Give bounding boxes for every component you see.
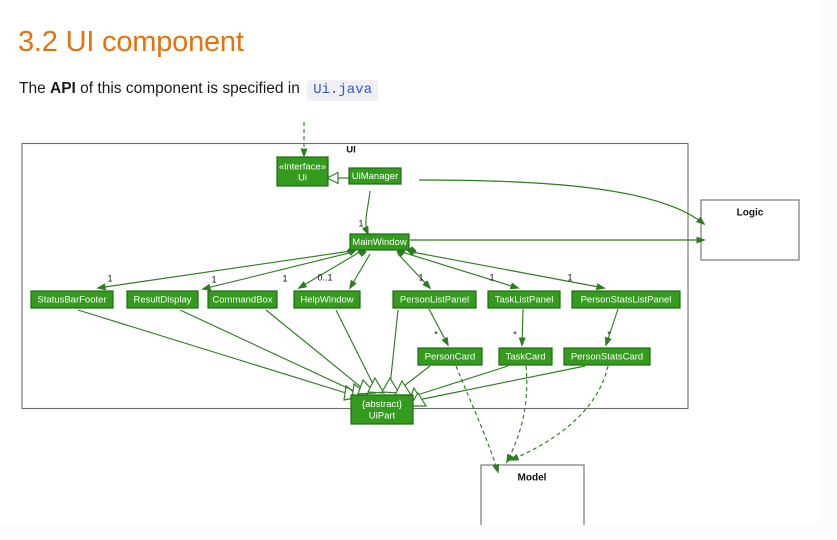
- class-label-mainwindow: MainWindow: [352, 237, 407, 248]
- edge-mainwindow-to-tasklistpanel: [404, 252, 518, 288]
- mult-mainwindow-commandbox: 1: [282, 273, 287, 283]
- class-label-taskcard: TaskCard: [505, 352, 545, 363]
- edge-helpwindow-to-uipart: [335, 309, 375, 387]
- edge-uimanager-to-logic: [418, 179, 704, 224]
- edge-tasklistpanel-to-taskcard: [522, 308, 523, 345]
- edge-mainwindow-to-personlistpanel: [397, 253, 430, 288]
- class-box-personstatscard[interactable]: PersonStatsCard: [563, 347, 651, 366]
- mult-personstatslistpanel-personstatscard: *: [607, 329, 611, 339]
- ui-java-code-chip[interactable]: Ui.java: [307, 79, 378, 101]
- edge-personstatslistpanel-to-personstatscard: [606, 308, 619, 345]
- class-label-resultdisplay: ResultDisplay: [133, 295, 191, 306]
- mult-mainwindow-resultdisplay: 1: [211, 274, 216, 284]
- edge-personstatscard-to-model: [511, 365, 609, 460]
- class-box-ui-interface[interactable]: «interface» Ui: [276, 156, 329, 187]
- logic-component-box[interactable]: [700, 199, 800, 261]
- edge-mainwindow-to-commandbox: [299, 252, 359, 288]
- class-box-resultdisplay[interactable]: ResultDisplay: [126, 290, 199, 309]
- class-label-helpwindow: HelpWindow: [300, 295, 353, 306]
- class-label-personlistpanel: PersonListPanel: [400, 295, 469, 306]
- edge-personstatscard-to-uipart: [417, 365, 586, 401]
- class-label-ui-interface-name: Ui: [298, 173, 307, 184]
- class-box-personlistpanel[interactable]: PersonListPanel: [392, 290, 477, 309]
- class-box-uimanager[interactable]: UiManager: [348, 167, 402, 185]
- edge-mainwindow-to-statusbarfooter: [98, 250, 352, 288]
- api-text-strong: API: [50, 79, 76, 97]
- class-label-uipart-abstract: {abstract}: [362, 399, 402, 410]
- mult-uimanager-mainwindow: 1: [358, 218, 363, 228]
- class-label-ui-interface-stereotype: «interface»: [279, 162, 326, 173]
- mult-mainwindow-personlistpanel: 1: [418, 272, 423, 282]
- edge-mainwindow-to-resultdisplay: [203, 251, 354, 289]
- ui-component-class-diagram: UI Logic Model 1: [21, 122, 800, 525]
- class-box-personcard[interactable]: PersonCard: [417, 347, 483, 366]
- edge-personlistpanel-to-personcard: [428, 308, 448, 345]
- class-label-personstatslistpanel: PersonStatsListPanel: [581, 295, 672, 306]
- model-component-box[interactable]: [480, 464, 585, 525]
- class-box-mainwindow[interactable]: MainWindow: [349, 233, 410, 251]
- mult-personlistpanel-personcard: *: [434, 329, 438, 339]
- class-label-uipart-name: UiPart: [369, 411, 396, 422]
- mult-mainwindow-statusbarfooter: 1: [107, 273, 112, 283]
- class-box-helpwindow[interactable]: HelpWindow: [293, 290, 361, 309]
- edge-commandbox-to-uipart: [265, 309, 363, 389]
- api-description: The API of this component is specified i…: [19, 77, 378, 102]
- class-label-uimanager: UiManager: [352, 171, 398, 182]
- page-title: 3.2 UI component: [18, 26, 244, 59]
- api-text-before: The: [19, 79, 51, 97]
- class-label-personcard: PersonCard: [425, 352, 476, 363]
- class-label-commandbox: CommandBox: [212, 295, 272, 306]
- inheritance-triangle-personstatscard: [408, 391, 428, 407]
- class-box-personstatslistpanel[interactable]: PersonStatsListPanel: [571, 290, 681, 309]
- class-box-statusbarfooter[interactable]: StatusBarFooter: [30, 290, 114, 309]
- class-box-tasklistpanel[interactable]: TaskListPanel: [487, 290, 561, 309]
- api-text-middle: of this component is specified in: [75, 79, 305, 97]
- model-component-label: Model: [518, 473, 547, 484]
- edge-statusbarfooter-to-uipart: [77, 309, 347, 394]
- mult-mainwindow-tasklistpanel: 1: [489, 272, 494, 282]
- mult-mainwindow-personstatslistpanel: 1: [567, 272, 572, 282]
- ui-package-label: UI: [346, 145, 356, 156]
- inheritance-triangle-personlistpanel: [381, 376, 401, 394]
- edge-personlistpanel-to-uipart: [389, 309, 399, 387]
- class-box-commandbox[interactable]: CommandBox: [207, 290, 278, 309]
- class-label-personstatscard: PersonStatsCard: [571, 352, 643, 363]
- realization-triangle-ui: [325, 171, 339, 185]
- edge-personcard-to-model: [455, 365, 498, 472]
- mult-mainwindow-helpwindow: 0..1: [317, 272, 332, 282]
- edge-mainwindow-to-personstatslistpanel: [411, 251, 604, 288]
- class-label-tasklistpanel: TaskListPanel: [495, 295, 554, 306]
- edge-resultdisplay-to-uipart: [179, 309, 355, 392]
- class-label-statusbarfooter: StatusBarFooter: [37, 295, 106, 306]
- class-box-uipart[interactable]: {abstract} UiPart: [350, 394, 414, 425]
- edge-taskcard-to-uipart: [413, 365, 509, 397]
- class-box-taskcard[interactable]: TaskCard: [498, 347, 553, 366]
- mult-tasklistpanel-taskcard: *: [513, 329, 517, 339]
- edge-mainwindow-to-helpwindow: [350, 253, 371, 288]
- edge-uimanager-to-mainwindow: [366, 190, 371, 234]
- uml-diagram-card: UI Logic Model 1: [18, 110, 818, 525]
- logic-component-label: Logic: [737, 208, 764, 219]
- inheritance-triangle-helpwindow: [367, 376, 386, 394]
